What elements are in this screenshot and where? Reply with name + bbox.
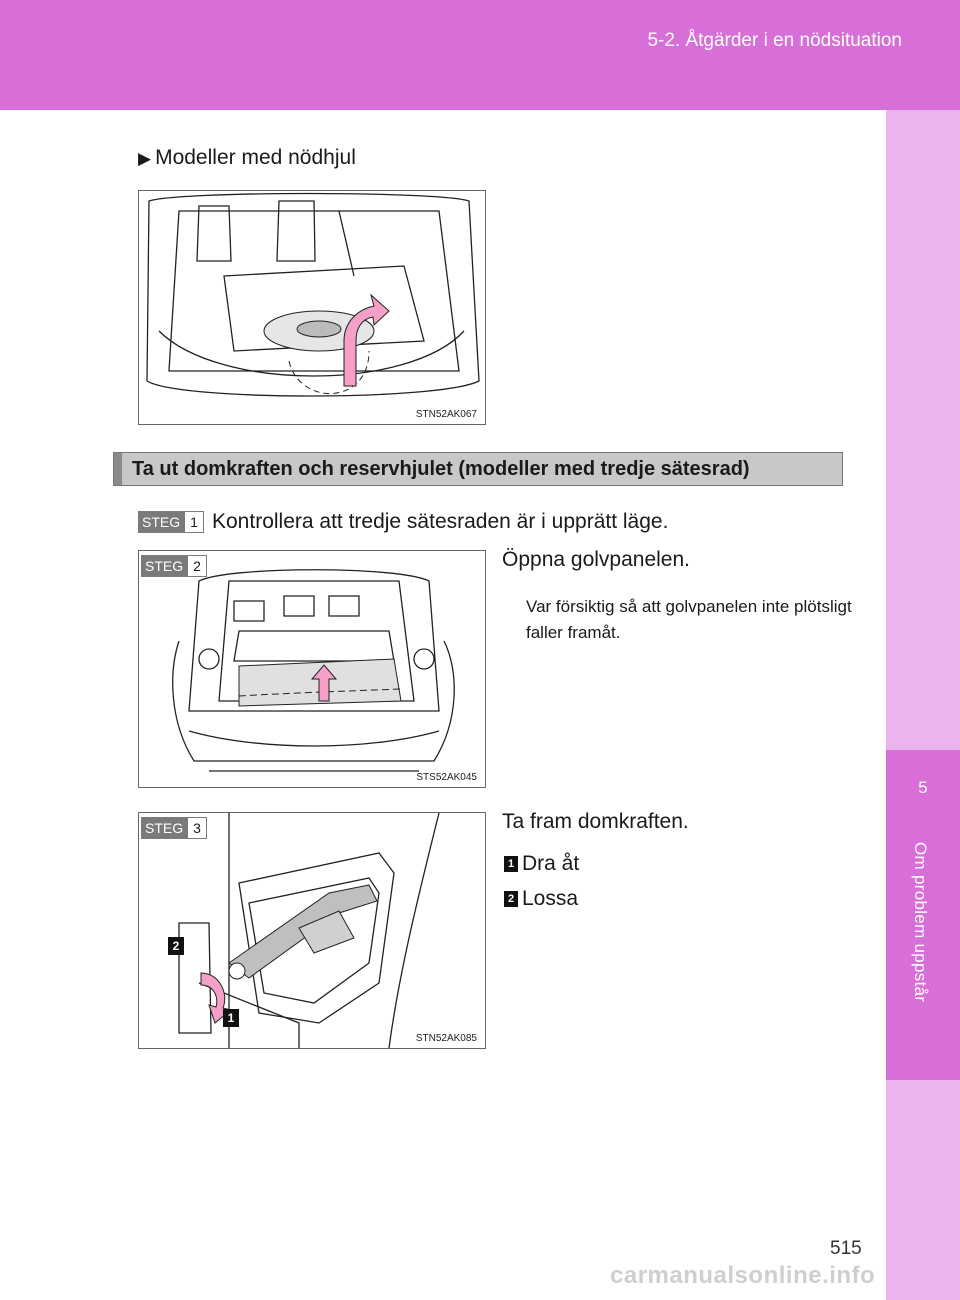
section-title: Ta ut domkraften och reservhjulet (model…	[132, 458, 750, 480]
triangle-bullet-icon: ▶	[138, 149, 152, 168]
side-tab-chapter[interactable]	[886, 750, 960, 1080]
step-2-text: Öppna golvpanelen.	[502, 548, 690, 571]
step-badge-1: STEG 1	[138, 511, 204, 533]
figure-marker-1: 1	[223, 1009, 239, 1027]
jack-illustration	[178, 813, 440, 1048]
figure-code: STS52AK045	[414, 772, 479, 783]
figure-floor-panel: STS52AK045 STEG 2	[138, 550, 486, 788]
step-badge-3: STEG 3	[141, 817, 207, 839]
figure-code: STN52AK085	[413, 1033, 479, 1044]
figure-code: STN52AK067	[413, 409, 479, 420]
figure-jack: 2 1 STN52AK085 STEG 3	[138, 812, 486, 1049]
figure-spare-wheel: STN52AK067	[138, 190, 486, 425]
step-badge-2: STEG 2	[141, 555, 207, 577]
chapter-number: 5	[918, 778, 928, 797]
header-band: 5-2. Åtgärder i en nödsituation	[0, 0, 960, 110]
step-1-text: Kontrollera att tredje sätesraden är i u…	[212, 510, 669, 533]
section-header-title: 5-2. Åtgärder i en nödsituation	[647, 30, 902, 51]
bullet-heading: ▶Modeller med nödhjul	[138, 146, 356, 170]
chapter-label: Om problem uppstår	[911, 842, 930, 1003]
spare-wheel-illustration	[146, 192, 480, 397]
figure-marker-2: 2	[168, 937, 184, 955]
watermark: carmanualsonline.info	[610, 1262, 876, 1289]
step-2-note: Var försiktig så att golvpanelen inte pl…	[526, 597, 852, 642]
side-tab-lower	[886, 1080, 960, 1300]
marker-1: 1	[504, 856, 518, 873]
section-bar: Ta ut domkraften och reservhjulet (model…	[113, 452, 843, 486]
floor-panel-illustration	[172, 569, 455, 772]
step-3-text: Ta fram domkraften.	[502, 810, 689, 833]
bullet-heading-text: Modeller med nödhjul	[155, 146, 356, 169]
page-number: 515	[830, 1238, 862, 1259]
marker-2: 2	[504, 891, 518, 908]
side-tab-upper	[886, 110, 960, 750]
